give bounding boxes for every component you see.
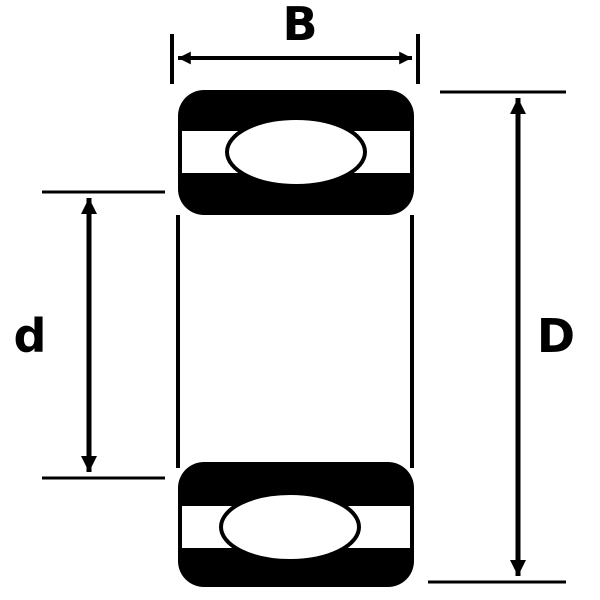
bore-label: d	[14, 309, 47, 363]
bearing-cross-section	[176, 90, 414, 587]
width-dimension: B	[170, 0, 420, 84]
bearing-bottom-section	[178, 462, 414, 587]
top-ball	[225, 116, 367, 188]
bottom-ball	[219, 491, 361, 563]
bearing-middle-section	[176, 215, 414, 468]
width-label: B	[282, 0, 317, 51]
bore-dimension: d	[14, 190, 165, 480]
outer-label: D	[537, 309, 575, 363]
bearing-top-section	[178, 90, 414, 215]
outer-diameter-dimension: D	[428, 90, 575, 584]
